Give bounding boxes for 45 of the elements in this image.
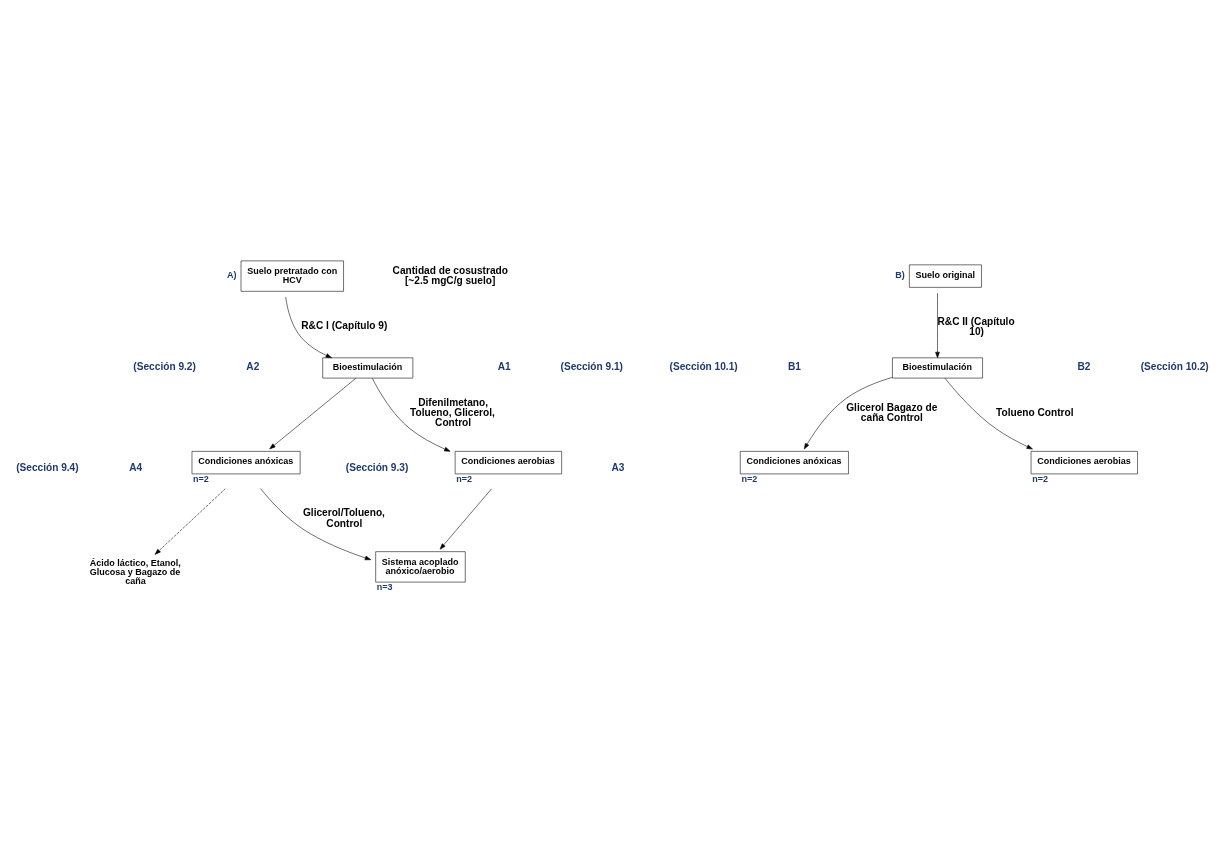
node-label: A) bbox=[226, 269, 237, 280]
edge-label: Difenilmetano, Tolueno, Glicerol, Control bbox=[410, 396, 495, 428]
node-label: n=2 bbox=[456, 473, 473, 484]
edge-label: R&C II (Capítulo 10) bbox=[937, 315, 1015, 337]
node-box: Condiciones anóxicas bbox=[740, 450, 849, 474]
label: A4 bbox=[129, 461, 143, 473]
node-box: Bioestimulación bbox=[892, 357, 983, 378]
label: (Sección 9.3) bbox=[345, 461, 409, 473]
node-label: n=2 bbox=[1032, 473, 1048, 484]
node-label: n=2 bbox=[741, 473, 758, 484]
node-label: B) bbox=[895, 269, 905, 280]
arrow bbox=[260, 487, 372, 560]
label: (Sección 10.1) bbox=[669, 360, 738, 372]
arrow bbox=[285, 296, 332, 358]
node-label: n=3 bbox=[376, 581, 393, 592]
node-text: Ácido láctico, Etanol, Glucosa y Bagazo de caña bbox=[89, 557, 181, 586]
node-box: Suelo pretratado con HCV bbox=[240, 260, 344, 292]
label: (Sección 9.4) bbox=[16, 461, 79, 473]
label: Cantidad de cosustrado [~2.5 mgC/g suelo] bbox=[392, 264, 508, 286]
node-box: Condiciones aerobias bbox=[1030, 450, 1138, 474]
node-box: Condiciones anóxicas bbox=[191, 450, 301, 474]
label: (Sección 9.2) bbox=[133, 360, 196, 372]
label: A2 bbox=[246, 360, 260, 372]
edge-label: R&C I (Capítulo 9) bbox=[301, 319, 388, 331]
node-label: n=2 bbox=[193, 473, 209, 484]
edge-label: Tolueno Control bbox=[996, 406, 1074, 418]
arrow bbox=[439, 488, 492, 549]
node-box: Sistema acoplado anóxico/aerobio bbox=[375, 550, 466, 582]
label: (Sección 9.1) bbox=[560, 360, 623, 372]
arrow bbox=[935, 292, 940, 358]
arrow bbox=[154, 488, 226, 555]
arrow bbox=[269, 377, 357, 449]
arrow bbox=[803, 376, 893, 449]
label: B2 bbox=[1077, 360, 1091, 372]
label: A3 bbox=[611, 461, 625, 473]
label: B1 bbox=[787, 360, 801, 372]
edge-label: Glicerol/Tolueno, Control bbox=[302, 506, 385, 529]
node-box: Suelo original bbox=[909, 264, 982, 288]
label: (Sección 10.2) bbox=[1140, 360, 1209, 372]
node-box: Condiciones aerobias bbox=[454, 450, 562, 474]
label: A1 bbox=[497, 360, 511, 372]
node-box: Bioestimulación bbox=[322, 357, 414, 378]
arrow bbox=[944, 377, 1033, 449]
edge-label: Glicerol Bagazo de caña Control bbox=[846, 401, 938, 423]
arrow bbox=[372, 377, 451, 452]
